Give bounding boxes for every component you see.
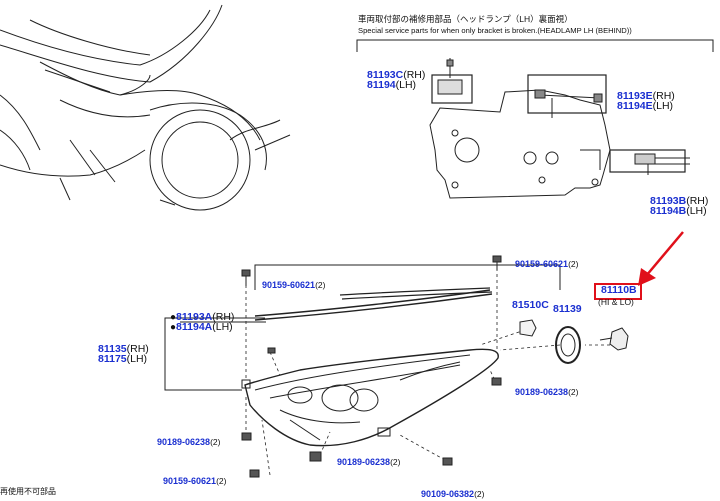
part-label-81510c[interactable]: 81510C <box>512 299 549 311</box>
headlamp-assembly <box>241 348 499 447</box>
part-suffix: (RH) <box>403 69 426 81</box>
bolt-label-90189-06238-bottom[interactable]: 90189-06238(2) <box>337 453 400 469</box>
part-code[interactable]: 81193A <box>176 311 213 323</box>
part-suffix: (LH) <box>212 321 233 333</box>
part-suffix: (LH) <box>395 79 417 91</box>
part-qty: (2) <box>568 259 579 269</box>
bolt-label-90159-60621-bottom[interactable]: 90159-60621(2) <box>163 472 226 488</box>
bolt-label-90109-06382[interactable]: 90109-06382(2) <box>421 485 484 501</box>
part-qty: (2) <box>315 280 326 290</box>
part-label-81194a[interactable]: ●81194A(LH) <box>170 318 233 334</box>
part-qty: (2) <box>568 387 579 397</box>
bracket-plate <box>429 89 611 199</box>
part-code[interactable]: 81194A <box>176 321 213 333</box>
non-reusable-marker: ● <box>170 312 177 323</box>
part-qty: (2) <box>216 476 227 486</box>
part-code[interactable]: 81194E <box>617 100 653 112</box>
part-code[interactable]: 90189-06238 <box>337 457 391 467</box>
highlight-box <box>594 283 642 300</box>
part-qty: (2) <box>390 457 401 467</box>
bracket-section-frame <box>356 39 714 52</box>
part-label-81193b[interactable]: 81193B(RH) <box>650 192 708 208</box>
part-code[interactable]: 90109-06382 <box>421 489 475 499</box>
part-suffix: (LH) <box>652 100 674 112</box>
non-reusable-note: 再使用不可部品 <box>0 487 56 496</box>
bolt-label-90159-60621-right[interactable]: 90159-60621(2) <box>515 255 578 271</box>
part-label-81194[interactable]: 81194(LH) <box>367 76 416 92</box>
part-suffix: (LH) <box>686 205 707 217</box>
part-code[interactable]: 81193C <box>367 69 404 81</box>
part-suffix: (RH) <box>126 343 149 355</box>
part-sublabel-81110b: (HI & LO) <box>598 297 634 307</box>
part-code[interactable]: 81194 <box>367 79 396 91</box>
bolt-label-90189-06238-left[interactable]: 90189-06238(2) <box>157 433 220 449</box>
part-label-81139[interactable]: 81139 <box>553 303 582 315</box>
part-code[interactable]: 81194B <box>650 205 687 217</box>
part-label-81193c[interactable]: 81193C(RH) <box>367 66 425 82</box>
part-suffix: (RH) <box>652 90 675 102</box>
non-reusable-marker: ● <box>170 322 177 333</box>
part-qty: (2) <box>210 437 221 447</box>
part-code[interactable]: 81135 <box>98 343 127 355</box>
part-label-81193a[interactable]: ●81193A(RH) <box>170 308 234 324</box>
part-code[interactable]: 81193B <box>650 195 687 207</box>
highlight-arrow <box>638 231 684 286</box>
part-suffix: (RH) <box>686 195 709 207</box>
part-suffix: (LH) <box>126 353 148 365</box>
part-suffix: (RH) <box>212 311 235 323</box>
part-label-81193e[interactable]: 81193E(RH) <box>617 87 675 103</box>
part-code[interactable]: 90159-60621 <box>262 280 316 290</box>
part-code[interactable]: 81175 <box>98 353 127 365</box>
part-code[interactable]: 81193E <box>617 90 653 102</box>
part-label-81135[interactable]: 81135(RH) <box>98 340 149 356</box>
part-label-81194b[interactable]: 81194B(LH) <box>650 202 707 218</box>
part-code[interactable]: 90189-06238 <box>515 387 569 397</box>
bolt-label-90159-60621-top[interactable]: 90159-60621(2) <box>262 276 325 292</box>
car-front-illustration <box>0 4 291 211</box>
assembly-frame <box>254 264 561 290</box>
part-label-81110b[interactable]: 81110B <box>601 284 637 296</box>
part-label-81194e[interactable]: 81194E(LH) <box>617 97 673 113</box>
bolt-label-90189-06238-right[interactable]: 90189-06238(2) <box>515 383 578 399</box>
part-code[interactable]: 90189-06238 <box>157 437 211 447</box>
part-label-81175[interactable]: 81175(LH) <box>98 350 147 366</box>
part-qty: (2) <box>474 489 485 499</box>
header-japanese: 車両取付部の補修用部品（ヘッドランプ（LH）裏面視） <box>358 14 573 24</box>
header-english: Special service parts for when only brac… <box>358 26 632 35</box>
part-code[interactable]: 90159-60621 <box>163 476 217 486</box>
part-code[interactable]: 90159-60621 <box>515 259 569 269</box>
